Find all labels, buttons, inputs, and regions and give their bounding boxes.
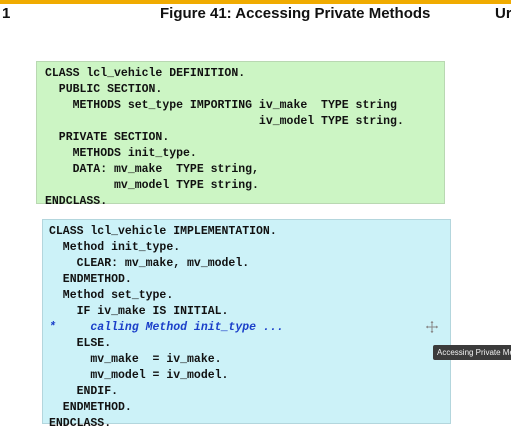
- code-line: mv_model TYPE string.: [45, 179, 259, 192]
- code-line: PRIVATE SECTION.: [45, 131, 170, 144]
- code-line: Method set_type.: [49, 289, 174, 302]
- code-line: DATA: mv_make TYPE string,: [45, 163, 259, 176]
- code-line: CLASS lcl_vehicle DEFINITION.: [45, 67, 246, 80]
- code-line: METHODS init_type.: [45, 147, 197, 160]
- code-line: IF iv_make IS INITIAL.: [49, 305, 229, 318]
- code-line: METHODS set_type IMPORTING iv_make TYPE …: [45, 99, 397, 112]
- header-right-fragment: Ur: [495, 5, 511, 22]
- tooltip: Accessing Private Meth: [433, 345, 511, 360]
- code-line: ENDMETHOD.: [49, 273, 132, 286]
- code-line: iv_model TYPE string.: [45, 115, 404, 128]
- page-number-fragment: 1: [2, 5, 11, 22]
- class-definition-code-box: CLASS lcl_vehicle DEFINITION. PUBLIC SEC…: [36, 61, 445, 208]
- code-line: CLASS lcl_vehicle IMPLEMENTATION.: [49, 225, 277, 238]
- code-line: mv_model = iv_model.: [49, 369, 229, 382]
- class-implementation-code-box: CLASS lcl_vehicle IMPLEMENTATION. Method…: [42, 219, 451, 430]
- code-line: PUBLIC SECTION.: [45, 83, 163, 96]
- code-line: ENDCLASS.: [49, 417, 112, 430]
- code-comment-line: * calling Method init_type ...: [49, 321, 284, 334]
- code-line: ENDMETHOD.: [49, 401, 132, 414]
- top-accent-bar: [0, 0, 511, 4]
- code-line: CLEAR: mv_make, mv_model.: [49, 257, 250, 270]
- code-line: ELSE.: [49, 337, 112, 350]
- crosshair-move-icon: [426, 321, 438, 333]
- figure-title: Figure 41: Accessing Private Methods: [160, 5, 431, 22]
- code-line: mv_make = iv_make.: [49, 353, 222, 366]
- code-line: ENDIF.: [49, 385, 119, 398]
- code-line: Method init_type.: [49, 241, 181, 254]
- code-line: ENDCLASS.: [45, 195, 108, 208]
